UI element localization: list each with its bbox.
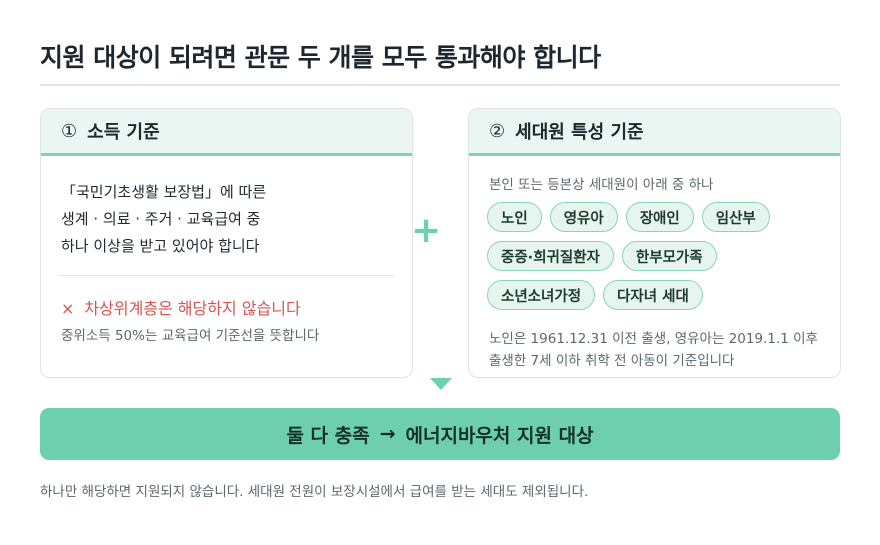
household-criteria-note: 노인은 1961.12.31 이전 출생, 영유아는 2019.1.1 이후 출… [489,328,829,372]
chip-multi-child: 다자녀 세대 [603,280,703,310]
chip-pregnant: 임산부 [701,202,770,232]
close-icon: × [61,299,75,318]
income-line-2: 생계 · 의료 · 주거 · 교육급여 중 [61,210,261,228]
note-line-1: 노인은 1961.12.31 이전 출생, 영유아는 2019.1.1 이후 [489,331,818,347]
income-line-1: 「국민기초생활 보장법」에 따른 [61,183,267,201]
result-outcome: 에너지바우처 지원 대상 [405,424,594,447]
chip-child-headed: 소년소녀가정 [487,280,596,310]
note-line-2: 출생한 7세 이하 취학 전 아동이 기준입니다 [489,353,735,369]
household-type-chips: 노인 영유아 장애인 임산부 중증·희귀질환자 한부모가족 소년소녀가정 다자녀… [487,202,827,310]
household-criteria-subtitle: 본인 또는 등본상 세대원이 아래 중 하나 [489,177,714,193]
income-criteria-heading: 소득 기준 [87,122,160,143]
result-banner: 둘 다 충족 → 에너지바우처 지원 대상 [40,408,840,460]
income-criteria-body: 「국민기초생활 보장법」에 따른 생계 · 의료 · 주거 · 교육급여 중 하… [61,179,392,260]
exclusion-note: 중위소득 50%는 교육급여 기준선을 뜻합니다 [61,328,320,344]
chip-infant: 영유아 [549,202,618,232]
down-arrow-icon [430,378,452,390]
household-criteria-heading: 세대원 특성 기준 [515,122,644,143]
card-divider [59,275,394,276]
chip-rare-disease: 중증·희귀질환자 [487,241,614,271]
income-criteria-card: ① 소득 기준 「국민기초생활 보장법」에 따른 생계 · 의료 · 주거 · … [40,108,413,378]
chip-elderly: 노인 [487,202,542,232]
step-number-1: ① [61,120,78,142]
step-number-2: ② [489,120,506,142]
household-criteria-header: ② 세대원 특성 기준 [469,109,840,156]
title-divider [40,84,840,86]
plus-icon: + [411,210,442,251]
household-criteria-card: ② 세대원 특성 기준 본인 또는 등본상 세대원이 아래 중 하나 노인 영유… [468,108,841,378]
income-criteria-header: ① 소득 기준 [41,109,412,156]
income-line-3: 하나 이상을 받고 있어야 합니다 [61,237,260,255]
chip-single-parent: 한부모가족 [621,241,717,271]
footnote: 하나만 해당하면 지원되지 않습니다. 세대원 전원이 보장시설에서 급여를 받… [40,484,589,500]
chip-disabled: 장애인 [625,202,694,232]
arrow-right-icon: → [379,423,396,445]
result-condition: 둘 다 충족 [286,424,370,447]
exclusion-text: × 차상위계층은 해당하지 않습니다 [61,295,301,319]
exclusion-label: 차상위계층은 해당하지 않습니다 [84,299,301,318]
page-title: 지원 대상이 되려면 관문 두 개를 모두 통과해야 합니다 [40,43,601,72]
